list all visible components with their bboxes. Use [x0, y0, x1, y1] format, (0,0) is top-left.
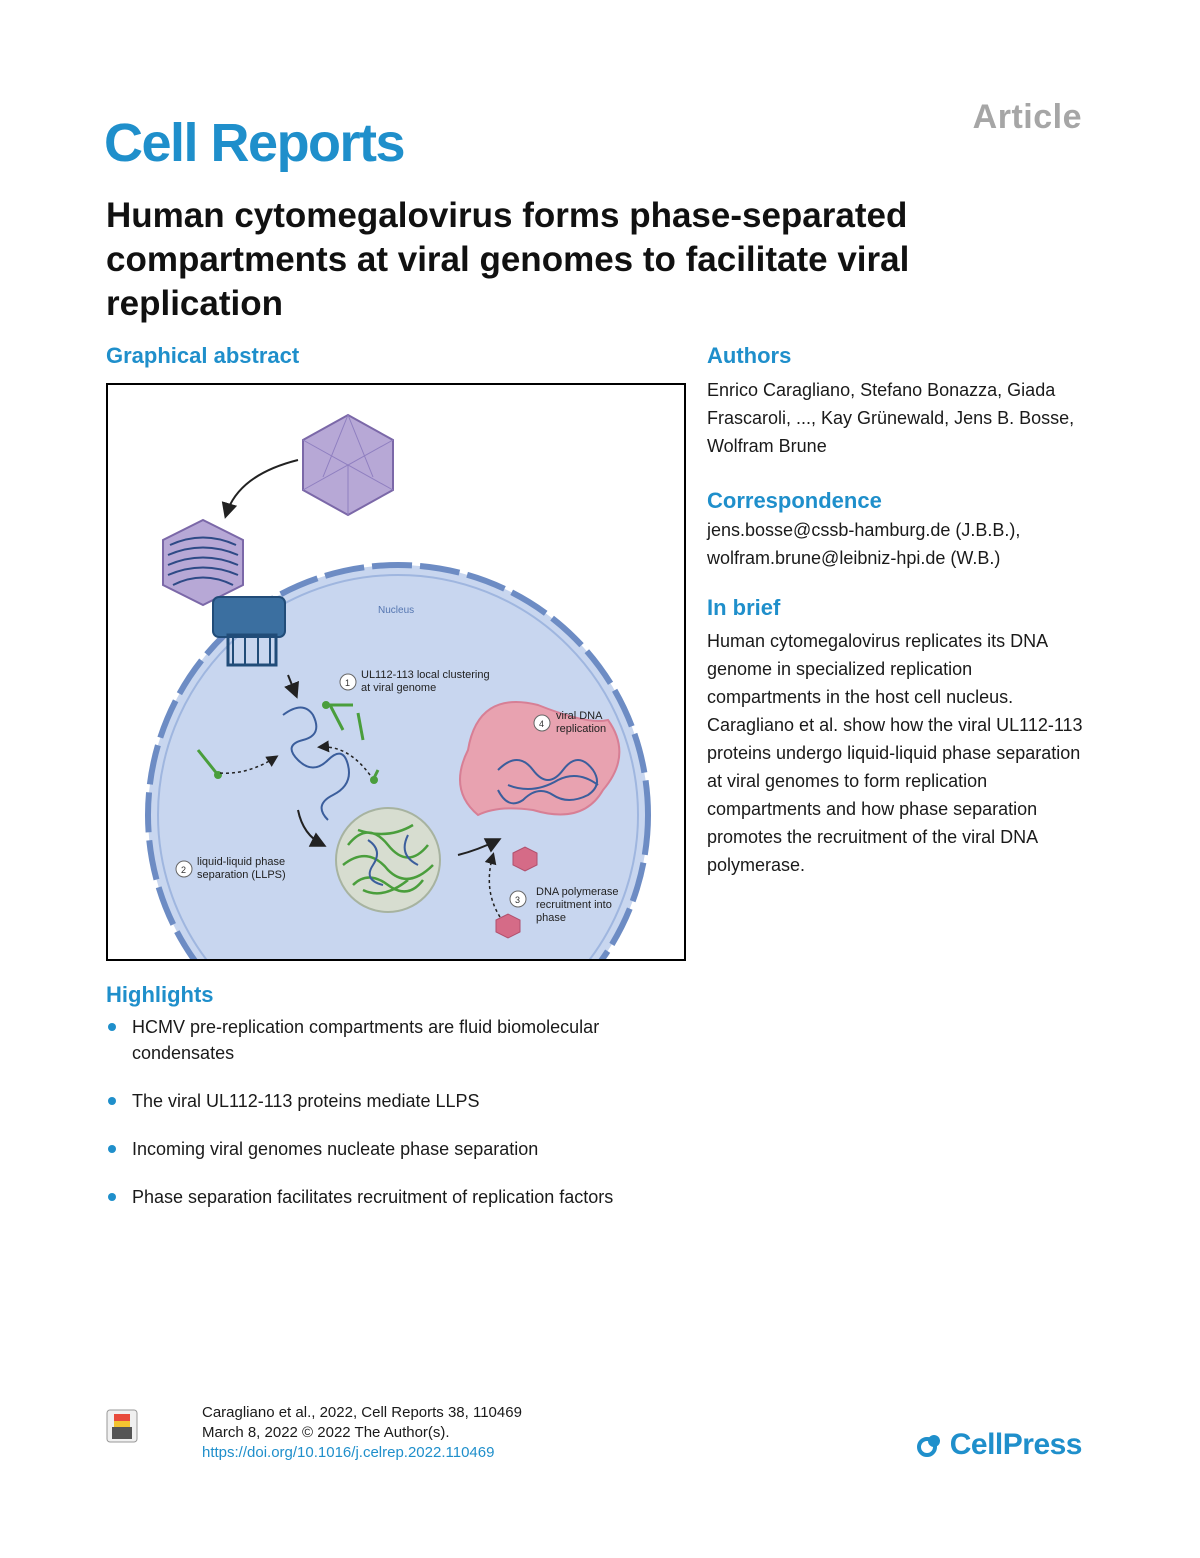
bullet-icon	[108, 1145, 116, 1153]
correspondence-heading: Correspondence	[707, 488, 882, 513]
nucleus-label: Nucleus	[378, 605, 414, 616]
step2-number: 2	[181, 865, 186, 875]
highlight-item: The viral UL112-113 proteins mediate LLP…	[106, 1088, 696, 1114]
step4-number: 4	[539, 719, 544, 729]
journal-logo: Cell Reports	[104, 113, 406, 173]
graphical-abstract-figure: Nucleus 1 UL112-11	[106, 383, 686, 961]
step4-label-line1: viral DNA	[556, 710, 603, 722]
in-brief-heading: In brief	[707, 595, 781, 620]
cellpress-icon	[916, 1435, 940, 1457]
step3-label-line3: phase	[536, 912, 566, 924]
virion-icon	[302, 413, 394, 517]
highlight-item: Incoming viral genomes nucleate phase se…	[106, 1136, 696, 1162]
dna-polymerase-icon	[495, 846, 538, 939]
check-for-updates-icon[interactable]	[106, 1409, 138, 1443]
correspondence-email-1[interactable]: jens.bosse@cssb-hamburg.de (J.B.B.),	[707, 520, 1021, 540]
bullet-icon	[108, 1193, 116, 1201]
step1-label-line1: UL112-113 local clustering	[361, 669, 490, 681]
condensate-icon	[335, 807, 441, 913]
publisher-logo: CellPress	[916, 1428, 1083, 1462]
step4-label-line2: replication	[556, 723, 606, 735]
highlight-item: Phase separation facilitates recruitment…	[106, 1184, 696, 1210]
highlights-list: HCMV pre-replication compartments are fl…	[106, 1014, 696, 1232]
correspondence-email-2[interactable]: wolfram.brune@leibniz-hpi.de (W.B.)	[707, 548, 1001, 568]
article-type-label: Article	[972, 98, 1082, 136]
date-copyright-line: March 8, 2022 © 2022 The Author(s).	[202, 1424, 450, 1441]
bullet-icon	[108, 1097, 116, 1105]
correspondence-emails: jens.bosse@cssb-hamburg.de (J.B.B.), wol…	[707, 516, 1087, 572]
publisher-name: CellPress	[949, 1428, 1083, 1461]
viral-genome-icon	[196, 701, 380, 821]
article-title: Human cytomegalovirus forms phase-separa…	[106, 196, 910, 323]
step1-number: 1	[345, 678, 350, 688]
step1-label-line2: at viral genome	[361, 682, 436, 694]
bullet-icon	[108, 1023, 116, 1031]
step3-label-line2: recruitment into	[536, 899, 612, 911]
capsid-at-pore-icon	[162, 518, 286, 667]
citation-block: Caragliano et al., 2022, Cell Reports 38…	[202, 1403, 522, 1463]
step3-label-line1: DNA polymerase	[536, 886, 619, 898]
highlight-item: HCMV pre-replication compartments are fl…	[106, 1014, 696, 1066]
graphical-abstract-heading: Graphical abstract	[106, 343, 300, 368]
doi-link[interactable]: https://doi.org/10.1016/j.celrep.2022.11…	[202, 1444, 495, 1461]
in-brief-text: Human cytomegalovirus replicates its DNA…	[707, 631, 1083, 875]
highlights-heading: Highlights	[106, 982, 214, 1007]
replication-compartment-icon	[459, 701, 621, 817]
step2-label-line1: liquid-liquid phase	[197, 856, 285, 868]
step2-label-line2: separation (LLPS)	[197, 869, 286, 881]
authors-list: Enrico Caragliano, Stefano Bonazza, Giad…	[707, 380, 1075, 456]
step3-number: 3	[515, 895, 520, 905]
citation-line: Caragliano et al., 2022, Cell Reports 38…	[202, 1404, 522, 1421]
authors-heading: Authors	[707, 343, 792, 368]
